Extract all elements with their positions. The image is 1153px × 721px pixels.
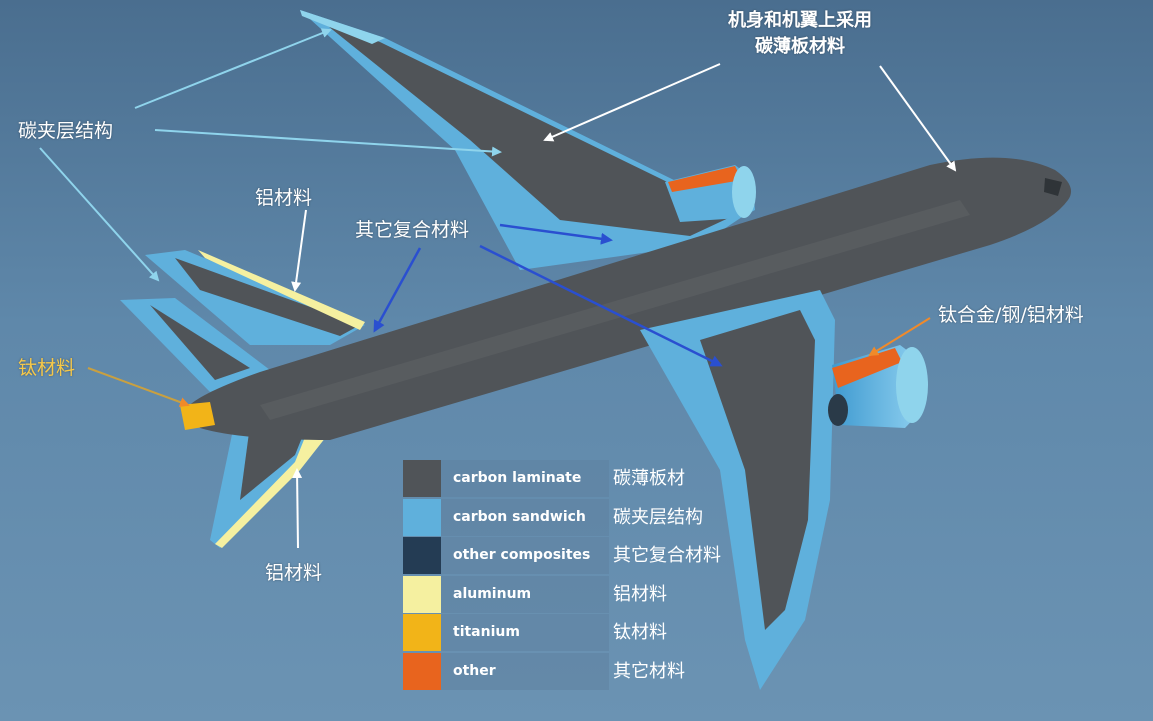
legend-label-zh: 碳夹层结构 [613,506,703,528]
legend-swatch [403,537,441,574]
legend-label-zh: 铝材料 [613,583,667,605]
legend-swatch [403,498,441,536]
upper-engine [665,165,756,222]
legend-label-zh: 其它复合材料 [613,545,721,566]
leader-lines [291,63,957,549]
callout-line-2: 碳薄板材料 [755,36,845,57]
aluminum-top-callout: 铝材料 [255,187,313,209]
upper-wing [300,10,745,270]
sandwich-leader-lines [39,28,502,282]
legend-swatch [403,575,441,613]
legend-label-en: carbon laminate [441,460,609,497]
fuselage-wing-callout: 机身和机翼上采用 碳薄板材料 [700,8,900,60]
legend-label-en: other composites [441,537,609,574]
legend-swatch [403,460,441,497]
titanium-leader-lines [87,317,931,407]
legend-label-en: other [441,652,609,690]
fuselage [180,157,1072,441]
legend-swatch [403,652,441,690]
legend-swatch [403,614,441,651]
lower-wing [640,290,835,690]
composite-leader-lines [373,223,723,367]
legend-label-en: titanium [441,614,609,651]
lower-engine [828,345,928,428]
legend-label-en: carbon sandwich [441,498,609,536]
aluminum-bottom-callout: 铝材料 [265,562,323,584]
legend-label-zh: 其它材料 [613,660,685,682]
vertical-fin [120,298,270,392]
other-composites-callout: 其它复合材料 [355,219,470,241]
upper-stabilizer [145,250,365,345]
callout-line-1: 机身和机翼上采用 [728,10,872,31]
legend-label-zh: 碳薄板材 [613,468,685,489]
titanium-alloy-callout: 钛合金/钢/铝材料 [938,304,1084,326]
legend-label-en: aluminum [441,575,609,613]
carbon-sandwich-callout: 碳夹层结构 [18,120,114,142]
titanium-callout: 钛材料 [18,357,76,379]
legend-label-zh: 钛材料 [613,622,667,643]
